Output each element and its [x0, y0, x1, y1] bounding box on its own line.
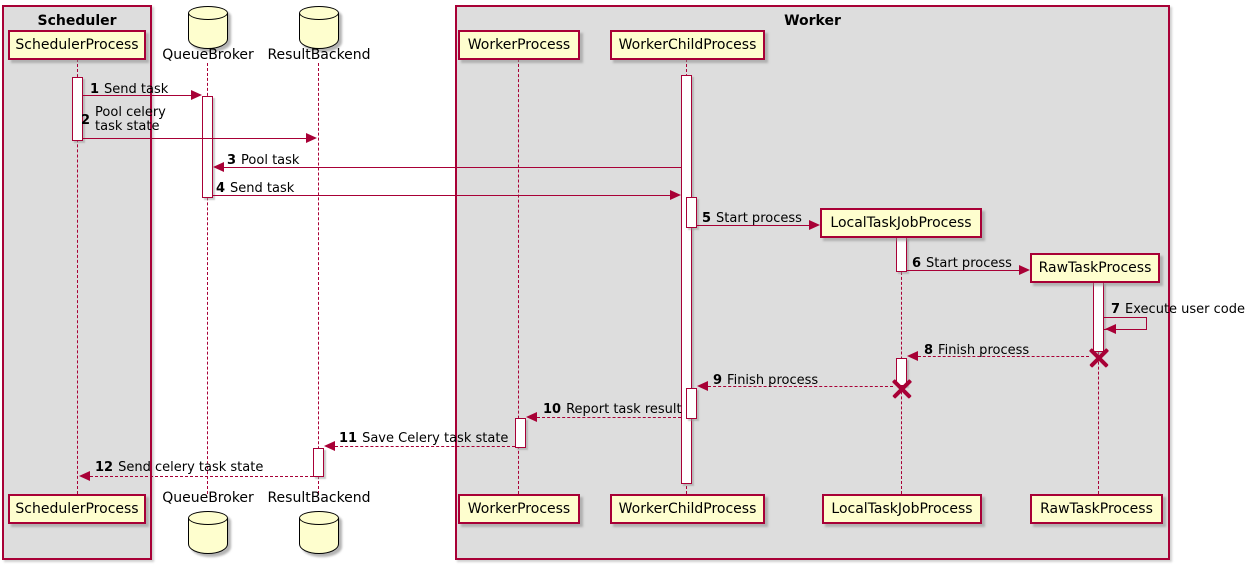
participant-worker-process-top: WorkerProcess	[458, 30, 580, 60]
activation-worker-process	[515, 418, 526, 448]
database-icon-result-backend-top	[299, 6, 339, 49]
message-6-arrowhead	[1019, 265, 1030, 275]
activation-worker-child-nested-1	[686, 197, 697, 228]
message-12-line	[90, 476, 313, 477]
database-icon-queue-broker-top	[188, 6, 228, 49]
activation-local-task-job-1	[896, 237, 907, 272]
message-5-arrowhead	[809, 220, 820, 230]
message-10-line	[537, 417, 681, 418]
message-2-label: 2 Pool celery task state	[81, 105, 166, 134]
label-result-backend-top: ResultBackend	[267, 47, 371, 63]
activation-queue-broker	[202, 96, 213, 198]
lifeline-result-backend	[318, 63, 319, 494]
participant-local-task-job-process-bottom: LocalTaskJobProcess	[822, 494, 982, 524]
message-2-arrowhead	[306, 133, 317, 143]
label-queue-broker-top: QueueBroker	[162, 47, 254, 63]
frame-title-worker: Worker	[784, 13, 841, 29]
participant-scheduler-process-top: SchedulerProcess	[8, 30, 146, 60]
participant-local-task-job-process-created: LocalTaskJobProcess	[820, 208, 982, 238]
database-icon-queue-broker-bottom	[188, 511, 228, 554]
message-12-arrowhead	[79, 471, 90, 481]
participant-raw-task-process-created: RawTaskProcess	[1030, 253, 1160, 283]
participant-worker-child-process-top: WorkerChildProcess	[610, 30, 765, 60]
label-result-backend-bottom: ResultBackend	[267, 490, 371, 506]
message-3-arrowhead	[213, 162, 224, 172]
message-9-arrowhead	[697, 381, 708, 391]
participant-raw-task-process-bottom: RawTaskProcess	[1030, 494, 1163, 524]
lifeline-worker-process	[518, 59, 519, 494]
message-2-line	[83, 138, 306, 139]
participant-scheduler-process-bottom: SchedulerProcess	[8, 494, 146, 524]
frame-title-scheduler: Scheduler	[37, 13, 117, 29]
lifeline-queue-broker	[207, 63, 208, 494]
message-6-line	[907, 270, 1019, 271]
lifeline-raw-task-process	[1098, 282, 1099, 494]
activation-worker-child-nested-2	[686, 388, 697, 419]
message-8-arrowhead	[907, 351, 918, 361]
message-8-line	[918, 356, 1089, 357]
destroy-x-local-task-job-process	[892, 378, 912, 398]
participant-worker-process-bottom: WorkerProcess	[458, 494, 580, 524]
message-11-line	[335, 446, 515, 447]
message-10-arrowhead	[526, 412, 537, 422]
message-1-arrowhead	[191, 90, 202, 100]
participant-worker-child-process-bottom: WorkerChildProcess	[610, 494, 765, 524]
message-7-self-loop	[1104, 317, 1147, 330]
label-queue-broker-bottom: QueueBroker	[162, 490, 254, 506]
destroy-x-raw-task-process	[1089, 347, 1109, 367]
message-11-arrowhead	[324, 441, 335, 451]
activation-raw-task-process	[1093, 282, 1104, 352]
activation-result-backend	[313, 448, 324, 477]
message-9-line	[708, 386, 893, 387]
message-4-line	[213, 195, 670, 196]
lifeline-scheduler-process	[77, 59, 78, 494]
activation-worker-child-main	[681, 75, 692, 484]
database-icon-result-backend-bottom	[299, 511, 339, 554]
message-5-line	[697, 225, 809, 226]
message-3-line	[224, 167, 681, 168]
message-4-arrowhead	[670, 190, 681, 200]
activation-scheduler-process	[72, 77, 83, 141]
message-1-line	[83, 95, 191, 96]
message-7-arrowhead	[1105, 324, 1116, 334]
